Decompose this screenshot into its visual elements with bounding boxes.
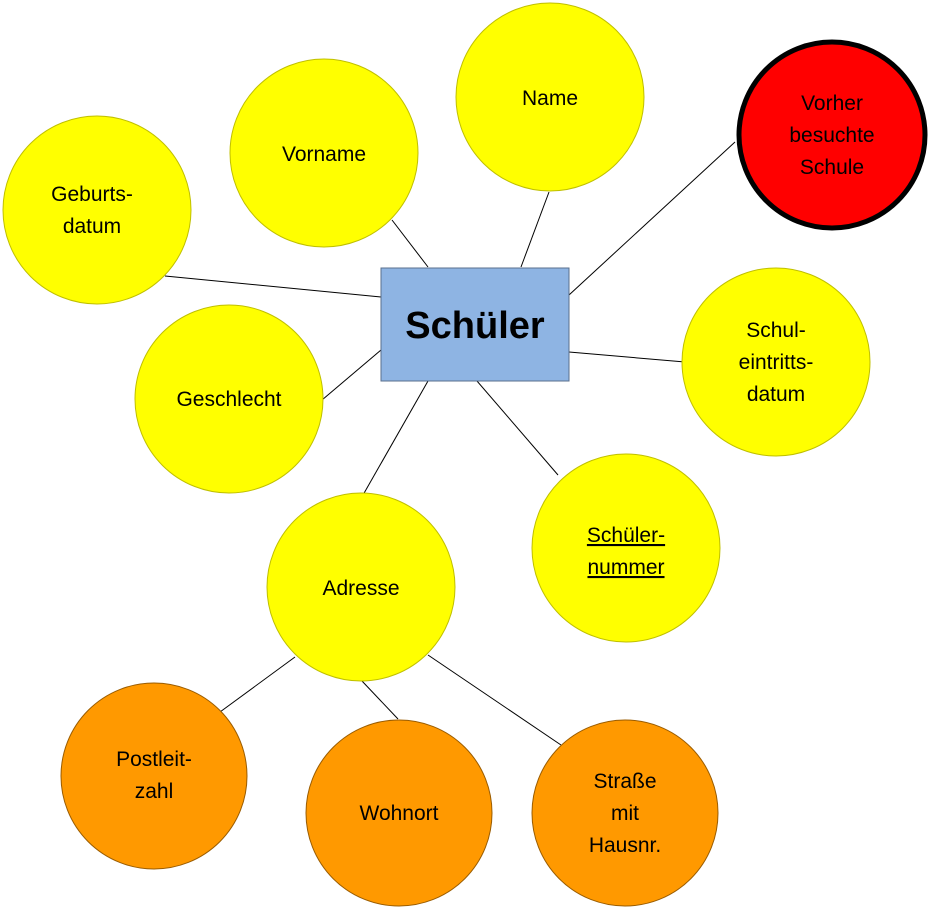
attribute-label: Wohnort — [360, 802, 439, 825]
attribute-label-line-1: Geburts- — [51, 183, 133, 206]
attribute-circle — [305, 719, 493, 907]
attribute-label-line-2: mit — [611, 802, 639, 825]
line-wohnort — [361, 680, 399, 720]
attribute-wohnort: Wohnort — [305, 719, 493, 907]
attribute-strasse-mit-hausnr: Straße mit Hausnr. — [531, 719, 719, 907]
attribute-vorname: Vorname — [229, 58, 419, 248]
attribute-circle-highlighted — [736, 39, 928, 231]
attribute-label-line-3: datum — [747, 383, 805, 406]
line-vorname — [391, 219, 429, 268]
entity-schueler: Schüler — [380, 267, 570, 382]
attribute-geburtsdatum: Geburts- datum — [2, 115, 192, 305]
attribute-label-line-1: Schul- — [746, 319, 806, 342]
key-attribute-label-line-1: Schüler- — [587, 524, 665, 547]
attribute-circle — [681, 267, 871, 457]
attribute-postleitzahl: Postleit- zahl — [60, 682, 248, 870]
attribute-label: Name — [522, 87, 578, 110]
attribute-name: Name — [455, 2, 645, 192]
attribute-schuleintrittsdatum: Schul- eintritts- datum — [681, 267, 871, 457]
line-schuleintrittsdatum — [568, 351, 686, 363]
line-schuelernummer — [476, 380, 559, 476]
attribute-vorher-besuchte-schule: Vorher besuchte Schule — [736, 39, 928, 231]
attribute-circle — [531, 453, 721, 643]
attribute-label-line-2: zahl — [135, 780, 174, 803]
attribute-circle — [134, 304, 324, 494]
line-geschlecht — [321, 349, 382, 401]
attribute-circle — [531, 719, 719, 907]
line-vorher-besuchte-schule — [568, 141, 736, 296]
attribute-circle — [455, 2, 645, 192]
connector-lines — [164, 141, 736, 746]
key-attribute-label-line-2: nummer — [587, 556, 664, 579]
attribute-label-line-2: eintritts- — [739, 351, 814, 374]
attribute-circle — [229, 58, 419, 248]
attribute-geschlecht: Geschlecht — [134, 304, 324, 494]
attribute-label-line-1: Straße — [593, 770, 656, 793]
attribute-label-line-1: Vorher — [801, 92, 863, 115]
attribute-schuelernummer: Schüler- nummer — [531, 453, 721, 643]
attribute-label-line-2: datum — [63, 215, 121, 238]
line-strasse — [427, 654, 562, 746]
attribute-label-line-1: Postleit- — [116, 748, 192, 771]
attribute-label-line-3: Schule — [800, 156, 864, 179]
attribute-adresse: Adresse — [266, 492, 456, 682]
attribute-label: Geschlecht — [176, 388, 281, 411]
line-adresse — [362, 380, 429, 496]
attribute-label-line-3: Hausnr. — [589, 834, 661, 857]
line-name — [520, 191, 550, 268]
attribute-label: Adresse — [322, 577, 399, 600]
attribute-circle — [60, 682, 248, 870]
line-geburtsdatum — [164, 275, 382, 298]
attribute-circle — [266, 492, 456, 682]
entity-box — [380, 267, 570, 382]
entity-label: Schüler — [405, 305, 545, 347]
line-postleitzahl — [219, 656, 296, 713]
attribute-circle — [2, 115, 192, 305]
attribute-label: Vorname — [282, 143, 366, 166]
attribute-label-line-2: besuchte — [789, 124, 874, 147]
